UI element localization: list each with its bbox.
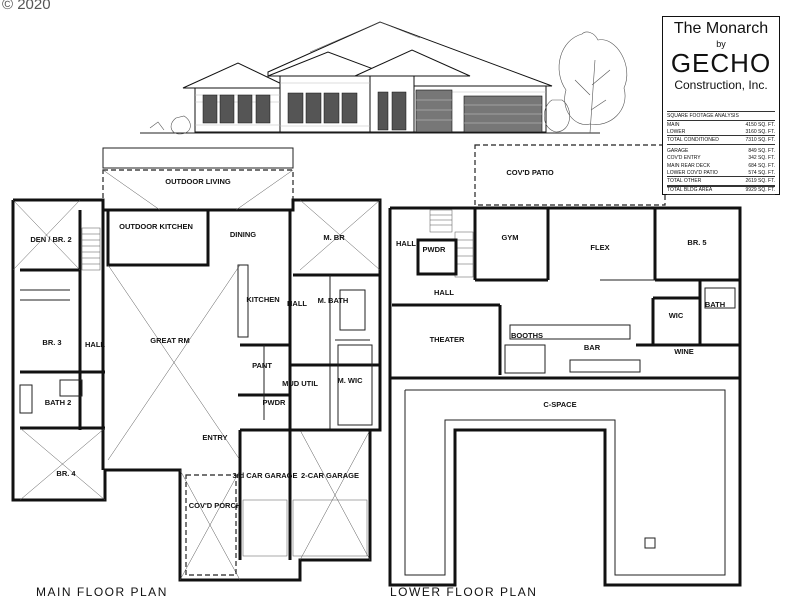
square-footage-row: TOTAL OTHER 2619 SQ. FT. bbox=[667, 176, 775, 186]
square-footage-value: 7310 SQ. FT. bbox=[745, 136, 775, 143]
room-mud-util: MUD UTIL bbox=[282, 379, 318, 388]
square-footage-label: TOTAL BLDG AREA bbox=[667, 187, 713, 194]
lower-floor-plan bbox=[388, 144, 742, 587]
square-footage-label: LOWER COV'D PATIO bbox=[667, 169, 718, 176]
room-booths: BOOTHS bbox=[511, 331, 543, 340]
room-dining: DINING bbox=[230, 230, 256, 239]
room-bar: BAR bbox=[584, 343, 601, 352]
square-footage-row: COV'D ENTRY 342 SQ. FT. bbox=[667, 155, 775, 162]
room-covd-porch: COV'D PORCH bbox=[189, 501, 242, 510]
square-footage-label: GARAGE bbox=[667, 148, 689, 155]
square-footage-label: TOTAL CONDITIONED bbox=[667, 136, 719, 143]
room-gym: GYM bbox=[501, 233, 518, 242]
room-outdoor-living: OUTDOOR LIVING bbox=[165, 177, 231, 186]
room-great-rm: GREAT RM bbox=[150, 336, 189, 345]
room-bath2: BATH 2 bbox=[45, 398, 72, 407]
room-den-br2: DEN / BR. 2 bbox=[30, 235, 71, 244]
square-footage-row: TOTAL BLDG AREA 9929 SQ. FT. bbox=[667, 185, 775, 195]
room-wine: WINE bbox=[674, 347, 694, 356]
room-hall-lower-mid: HALL bbox=[434, 288, 454, 297]
main-floor-plan bbox=[11, 147, 382, 582]
room-covd-patio: COV'D PATIO bbox=[506, 168, 554, 177]
room-flex: FLEX bbox=[590, 243, 609, 252]
room-entry: ENTRY bbox=[202, 433, 227, 442]
room-pwdr-main: PWDR bbox=[263, 398, 286, 407]
builder-logo-text: GECHO bbox=[670, 48, 772, 78]
room-garage-3rd-car: 3rd CAR GARAGE bbox=[232, 471, 297, 480]
square-footage-label: MAIN bbox=[667, 121, 680, 128]
room-pantry: PANT bbox=[252, 361, 272, 370]
square-footage-value: 2619 SQ. FT. bbox=[745, 177, 775, 184]
room-kitchen: KITCHEN bbox=[246, 295, 279, 304]
square-footage-table: SQUARE FOOTAGE ANALYSIS MAIN 4150 SQ. FT.… bbox=[667, 111, 775, 195]
square-footage-value: 849 SQ. FT. bbox=[748, 148, 775, 155]
square-footage-value: 3160 SQ. FT. bbox=[745, 128, 775, 135]
room-theater: THEATER bbox=[430, 335, 465, 344]
room-m-bath: M. BATH bbox=[318, 296, 349, 305]
room-hall-main-left: HALL bbox=[85, 340, 105, 349]
square-footage-value: 9929 SQ. FT. bbox=[745, 187, 775, 194]
square-footage-value: 574 SQ. FT. bbox=[748, 169, 775, 176]
square-footage-value: 684 SQ. FT. bbox=[748, 162, 775, 169]
square-footage-row: LOWER 3160 SQ. FT. bbox=[667, 128, 775, 135]
square-footage-row: LOWER COV'D PATIO 574 SQ. FT. bbox=[667, 169, 775, 176]
room-br4: BR. 4 bbox=[56, 469, 76, 478]
by-text: by bbox=[716, 39, 726, 49]
room-hall-main-right: HALL bbox=[287, 299, 307, 308]
lower-floor-plan-label: LOWER FLOOR PLAN bbox=[390, 585, 538, 599]
copyright-text: © 2020 bbox=[2, 0, 51, 13]
room-garage-2-car: 2-CAR GARAGE bbox=[301, 471, 359, 480]
plan-name: The Monarch bbox=[673, 20, 769, 37]
room-br5: BR. 5 bbox=[687, 238, 706, 247]
square-footage-label: LOWER bbox=[667, 128, 686, 135]
title-block: The Monarch by GECHO Construction, Inc. … bbox=[662, 16, 780, 195]
square-footage-label: TOTAL OTHER bbox=[667, 177, 702, 184]
room-hall-lower-top: HALL bbox=[396, 239, 416, 248]
front-elevation bbox=[140, 21, 628, 135]
room-wic-lower: WIC bbox=[669, 311, 684, 320]
room-outdoor-kitchen: OUTDOOR KITCHEN bbox=[119, 222, 193, 231]
square-footage-value: 4150 SQ. FT. bbox=[745, 121, 775, 128]
room-c-space: C-SPACE bbox=[543, 400, 576, 409]
square-footage-row: TOTAL CONDITIONED 7310 SQ. FT. bbox=[667, 135, 775, 145]
room-br3: BR. 3 bbox=[42, 338, 61, 347]
room-pwdr-lower: PWDR bbox=[423, 245, 446, 254]
square-footage-row: MAIN REAR DECK 684 SQ. FT. bbox=[667, 162, 775, 169]
square-footage-label: COV'D ENTRY bbox=[667, 155, 701, 162]
room-m-wic: M. WIC bbox=[338, 376, 364, 385]
room-bath-lower: BATH bbox=[705, 300, 725, 309]
builder-subtitle: Construction, Inc. bbox=[674, 78, 768, 92]
square-footage-row: MAIN 4150 SQ. FT. bbox=[667, 121, 775, 128]
square-footage-label: MAIN REAR DECK bbox=[667, 162, 711, 169]
room-m-br: M. BR bbox=[323, 233, 345, 242]
square-footage-header: SQUARE FOOTAGE ANALYSIS bbox=[667, 111, 775, 121]
main-floor-plan-label: MAIN FLOOR PLAN bbox=[36, 585, 168, 599]
square-footage-row: GARAGE 849 SQ. FT. bbox=[667, 148, 775, 155]
square-footage-value: 342 SQ. FT. bbox=[748, 155, 775, 162]
